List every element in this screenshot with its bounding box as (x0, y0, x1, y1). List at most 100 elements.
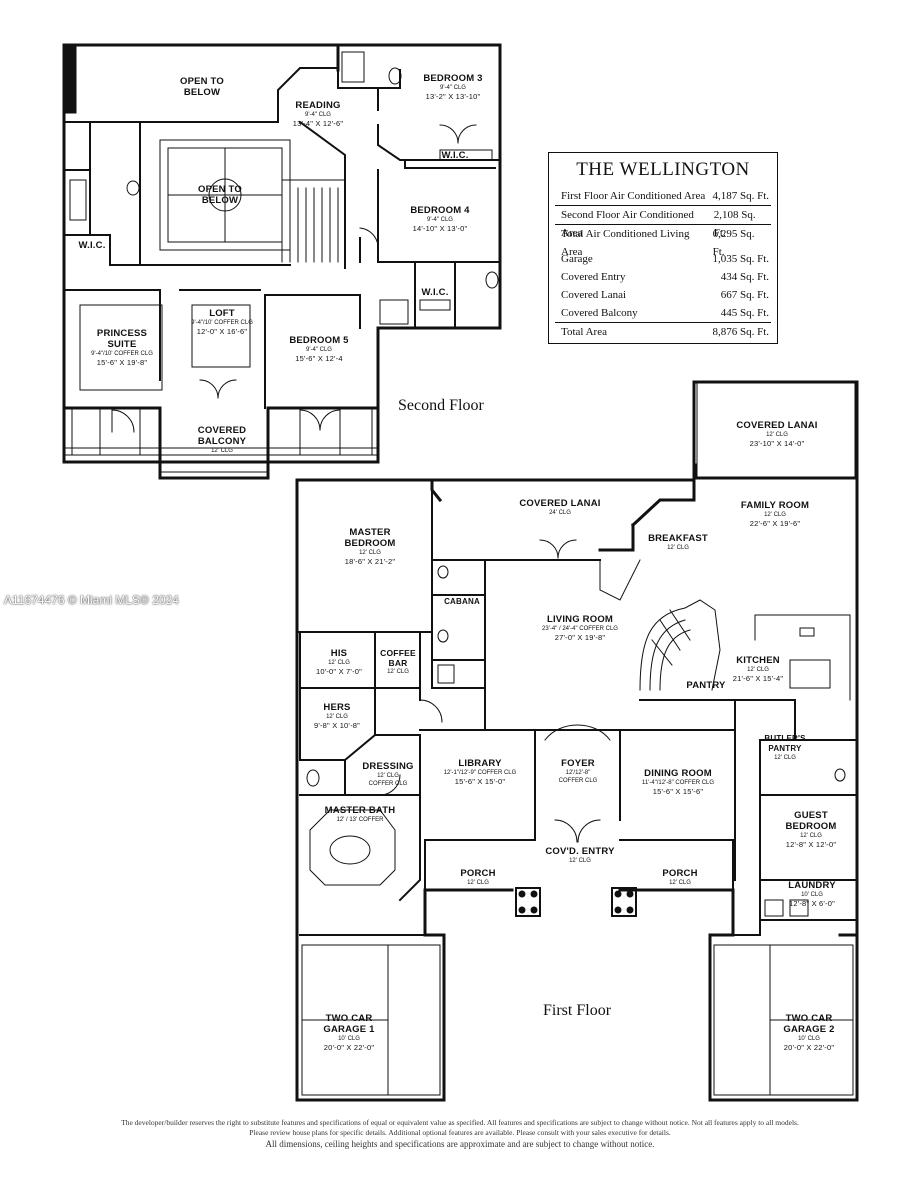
room-pantry: PANTRY (680, 680, 732, 691)
room-dimensions: 18'-6" X 21'-2" (344, 557, 396, 566)
summary-value: 434 Sq. Ft. (720, 271, 769, 283)
summary-value: 445 Sq. Ft. (720, 307, 769, 319)
room-name: COVERED LANAI (736, 420, 818, 431)
room-dimensions: 10'-0" X 7'-0" (315, 667, 362, 676)
summary-label: Covered Balcony (561, 307, 638, 319)
room-ceiling: 9'-4" CLG (305, 112, 331, 118)
room-ceiling: 12' CLG (359, 550, 381, 556)
room-dimensions: 21'-6" X 15'-4" (732, 674, 784, 683)
room-ceiling: 12' CLG (467, 880, 489, 886)
summary-label: Covered Lanai (561, 289, 627, 301)
summary-label: Garage (561, 253, 593, 265)
room-ceiling: 12' CLG (669, 880, 691, 886)
summary-value: 667 Sq. Ft. (720, 289, 769, 301)
room-dimensions: 12'-8" X 12'-0" (785, 840, 837, 849)
summary-row: Covered Entry 434 Sq. Ft. (549, 268, 777, 286)
room-guest-bedroom: GUEST BEDROOM 12' CLG 12'-8" X 12'-0" (768, 810, 854, 849)
room-name: FAMILY ROOM (740, 500, 810, 511)
room-name: HIS (330, 648, 348, 659)
room-princess-suite: PRINCESS SUITE 9'-4"/10' COFFER CLG 15'-… (82, 328, 162, 367)
room-ceiling: 11'-4"/12'-8" COFFER CLG (641, 780, 715, 786)
disclaimer-line-1: The developer/builder reserves the right… (121, 1118, 799, 1127)
room-two-car-garage-1: TWO CAR GARAGE 1 10' CLG 20'-0" X 22'-0" (312, 1013, 386, 1052)
room-ceiling: 10' CLG (801, 892, 823, 898)
room-ceiling: 12' CLG (747, 667, 769, 673)
room-reading: READING 9'-4" CLG 13'-4" X 12'-6" (280, 100, 356, 128)
disclaimer: The developer/builder reserves the right… (60, 1118, 860, 1151)
exterior-wall-block (63, 44, 77, 114)
room-dimensions: 12'-8" X 6'-0" (788, 899, 835, 908)
mls-watermark: A11674476 © Miami MLS® 2024 (4, 593, 179, 607)
second-floor-label: Second Floor (398, 397, 484, 414)
room-dimensions: 12'-0" X 16'-6" (196, 327, 248, 336)
room-dimensions: 13'-2" X 13'-10" (425, 92, 481, 101)
room-name: COVERED LANAI (519, 498, 601, 509)
room-name: W.I.C. (78, 240, 106, 251)
room-name: LOFT (209, 308, 235, 319)
second-floor-interior (63, 67, 501, 409)
room-name: KITCHEN (736, 655, 780, 666)
room-ceiling: 12' CLG (211, 448, 233, 454)
room-library: LIBRARY 12'-1"/12'-9" COFFER CLG 15'-6" … (435, 758, 525, 786)
room-kitchen: KITCHEN 12' CLG 21'-6" X 15'-4" (718, 655, 798, 683)
room-ceiling: 12' CLG (326, 714, 348, 720)
room-name: MASTER BATH (324, 805, 396, 816)
room-ceiling: 12' CLG (774, 755, 796, 761)
summary-label: Second Floor Air Conditioned Area (561, 209, 694, 239)
room-name: BEDROOM 3 (423, 73, 483, 84)
room-name: LIVING ROOM (546, 614, 614, 625)
room-name: LIBRARY (458, 758, 502, 769)
room-ceiling: 12' CLG (328, 660, 350, 666)
summary-title: THE WELLINGTON (576, 159, 750, 180)
room-name: COVERED BALCONY (197, 425, 247, 447)
room-dimensions: 27'-0" X 19'-8" (554, 633, 606, 642)
second-floor-rails (65, 409, 377, 473)
summary-value: 4,187 Sq. Ft. (712, 190, 769, 202)
room-ceiling: 23'-4" / 24'-4" COFFER CLG (542, 626, 618, 632)
summary-label: Covered Entry (561, 271, 626, 283)
room-dimensions: 15'-6" X 19'-8" (96, 358, 148, 367)
room-dressing: DRESSING 12' CLG COFFER CLG (356, 761, 420, 788)
room-cabana: CABANA (440, 596, 484, 607)
room-dimensions: 13'-4" X 12'-6" (292, 119, 344, 128)
room-ceiling: 12' CLG (800, 833, 822, 839)
room-two-car-garage-2: TWO CAR GARAGE 2 10' CLG 20'-0" X 22'-0" (772, 1013, 846, 1052)
room-name: LAUNDRY (788, 880, 836, 891)
room-ceiling: 12'/12'-8" (565, 770, 591, 776)
room-ceiling: 9'-4" CLG (427, 217, 453, 223)
room-wic-bedroom-3: W.I.C. (430, 150, 480, 161)
room-name: PANTRY (686, 680, 726, 691)
room-name: READING (295, 100, 341, 111)
room-bedroom-4: BEDROOM 4 9'-4" CLG 14'-10" X 13'-0" (395, 205, 485, 233)
summary-row: Covered Balcony 445 Sq. Ft. (549, 304, 777, 322)
room-wic-bedroom-4: W.I.C. (415, 287, 455, 298)
room-porch-left: PORCH 12' CLG (448, 868, 508, 887)
room-name: COV'D. ENTRY (545, 846, 615, 857)
room-ceiling: 12' CLG (377, 773, 399, 779)
room-dimensions: 20'-0" X 22'-0" (323, 1043, 375, 1052)
room-breakfast: BREAKFAST 12' CLG (640, 533, 716, 552)
room-wic-left: W.I.C. (72, 240, 112, 251)
room-laundry: LAUNDRY 10' CLG 12'-8" X 6'-0" (772, 880, 852, 908)
room-bedroom-3: BEDROOM 3 9'-4" CLG 13'-2" X 13'-10" (410, 73, 496, 101)
room-master-bath: MASTER BATH 12' / 13' COFFER (312, 805, 408, 824)
room-name: BEDROOM 5 (289, 335, 349, 346)
room-name: W.I.C. (421, 287, 449, 298)
room-living-room: LIVING ROOM 23'-4" / 24'-4" COFFER CLG 2… (540, 614, 620, 642)
room-ceiling: 12' CLG (667, 545, 689, 551)
first-floor-interior (296, 479, 858, 936)
room-open-to-below-1: OPEN TO BELOW (162, 76, 242, 98)
room-bedroom-5: BEDROOM 5 9'-4" CLG 15'-6" X 12'-4 (275, 335, 363, 363)
room-ceiling: 12'-1"/12'-9" COFFER CLG (443, 770, 517, 776)
room-ceiling: 10' CLG (338, 1036, 360, 1042)
room-butlers-pantry: BUTLER'S PANTRY 12' CLG (760, 734, 810, 762)
room-name: GUEST BEDROOM (785, 810, 837, 832)
room-name: MASTER BEDROOM (344, 527, 396, 549)
room-dining-room: DINING ROOM 11'-4"/12'-8" COFFER CLG 15'… (640, 768, 716, 796)
summary-label: Total Air Conditioned Living Area (561, 228, 690, 258)
room-ceiling: 12' CLG (764, 512, 786, 518)
